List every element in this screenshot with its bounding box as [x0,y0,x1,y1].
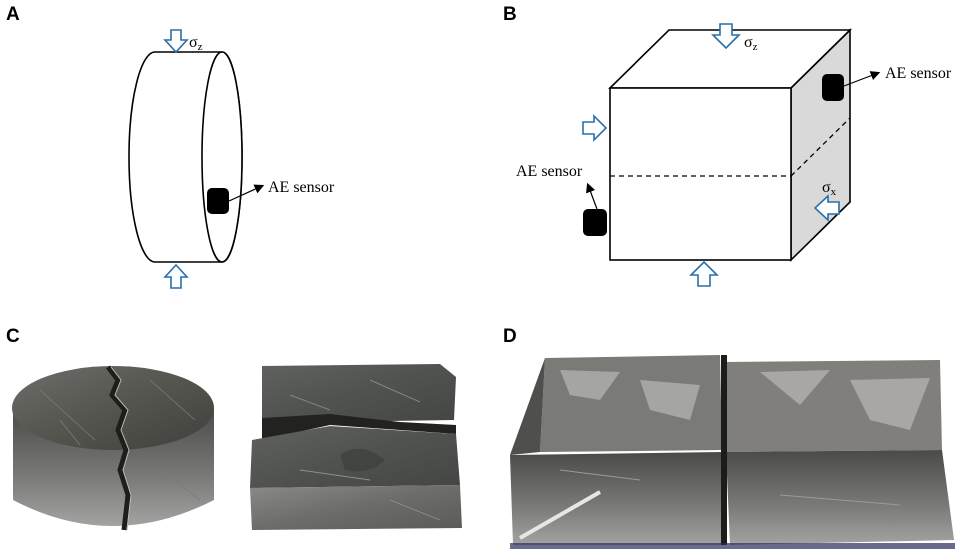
stress-arrow-up-icon [689,260,719,287]
ae-sensor-right-icon [822,74,844,101]
dashed-line-side [790,117,851,177]
sensor-pointer [228,184,265,202]
ae-sensor-icon [207,188,229,214]
photo-fractured-disc [12,365,214,531]
panel-label-a: A [6,4,20,25]
cube-front-face [609,87,792,261]
sensor-label-right: AE sensor [885,65,952,82]
ae-sensor-left-icon [583,209,607,236]
panel-label-c: C [6,326,20,347]
photo-fractured-block-c [250,364,462,530]
stress-arrow-down-icon [711,23,741,50]
stress-arrow-down-icon [163,29,189,54]
stress-z-label-a: σz [189,34,203,53]
disc-specimen-diagram: σz AE sensor [128,29,335,289]
sensor-label-a: AE sensor [268,179,335,196]
stress-arrow-up-icon [163,263,189,289]
sensor-label-left: AE sensor [516,163,583,180]
photo-fractured-cube-d [510,355,955,549]
sensor-pointer-right [843,71,881,87]
stress-z-label-b: σz [744,34,758,53]
panel-label-b: B [503,4,517,25]
stress-x-label: σx [822,179,837,198]
stress-arrow-right-icon [582,114,608,142]
stress-arrow-left-icon [813,194,840,222]
cube-specimen-diagram: σz σx AE sensor AE sensor [516,23,952,287]
sensor-pointer-left [586,182,598,210]
panel-label-d: D [503,326,517,347]
disc-front-face [201,51,243,263]
